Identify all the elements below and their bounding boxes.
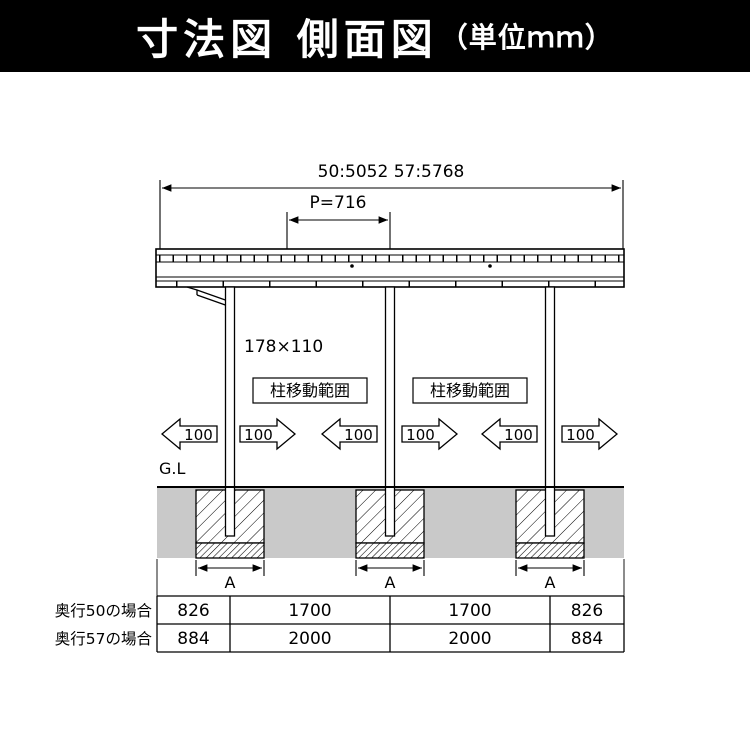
arrow-right-icon bbox=[401, 417, 459, 451]
move-arrow-value: 100 bbox=[504, 426, 533, 444]
table-cell: 884 bbox=[177, 629, 209, 649]
overall-width-dimension bbox=[159, 180, 624, 249]
table-cell: 826 bbox=[571, 601, 603, 621]
overall-width-label: 50:5052 57:5768 bbox=[318, 162, 465, 182]
post-center bbox=[384, 286, 396, 537]
table-extension-lines bbox=[156, 559, 625, 596]
footing-dim-label: A bbox=[545, 573, 556, 592]
move-arrow-value: 100 bbox=[244, 426, 273, 444]
post-right bbox=[544, 286, 556, 537]
post-move-range-box-left: 柱移動範囲 bbox=[252, 377, 368, 404]
arrow-left-icon bbox=[160, 417, 218, 451]
footing-dim-left bbox=[195, 560, 265, 576]
footing-dim-label: A bbox=[225, 573, 236, 592]
footing-dim-center bbox=[355, 560, 425, 576]
title-bar: 寸法図 側面図 （単位ｍｍ） bbox=[0, 0, 750, 72]
roof-panel bbox=[155, 248, 625, 288]
post-left bbox=[224, 286, 236, 537]
footing-dim-right bbox=[515, 560, 585, 576]
table-cell: 884 bbox=[571, 629, 603, 649]
arrow-right-icon bbox=[561, 417, 619, 451]
pitch-dimension bbox=[286, 212, 391, 249]
ground-level-label: G.L bbox=[159, 459, 185, 478]
move-arrow-value: 100 bbox=[566, 426, 595, 444]
arrow-right-icon bbox=[239, 417, 297, 451]
table-cell: 1700 bbox=[288, 601, 331, 621]
arrow-left-icon bbox=[320, 417, 378, 451]
move-arrows bbox=[160, 417, 619, 451]
move-arrow-value: 100 bbox=[184, 426, 213, 444]
move-arrow-value: 100 bbox=[406, 426, 435, 444]
table-row-label: 奥行57の場合 bbox=[55, 630, 153, 648]
arrow-left-icon bbox=[480, 417, 538, 451]
table-row-label: 奥行50の場合 bbox=[55, 602, 153, 620]
post-section-label: 178×110 bbox=[244, 337, 323, 357]
table-cell: 2000 bbox=[288, 629, 331, 649]
table-cell: 826 bbox=[177, 601, 209, 621]
table-cell: 1700 bbox=[448, 601, 491, 621]
dimension-table-grid bbox=[156, 595, 625, 653]
front-support-bracket bbox=[186, 286, 232, 308]
pitch-label: P=716 bbox=[310, 193, 367, 213]
footing-dim-label: A bbox=[385, 573, 396, 592]
roof-screw-mark bbox=[350, 264, 354, 268]
move-arrow-value: 100 bbox=[344, 426, 373, 444]
page-title: 寸法図 側面図 bbox=[136, 14, 438, 64]
post-move-range-label: 柱移動範囲 bbox=[430, 381, 510, 400]
unit-note: （単位ｍｍ） bbox=[439, 21, 614, 54]
table-cell: 2000 bbox=[448, 629, 491, 649]
post-move-range-box-right: 柱移動範囲 bbox=[412, 377, 528, 404]
roof-screw-mark bbox=[488, 264, 492, 268]
post-move-range-label: 柱移動範囲 bbox=[270, 381, 350, 400]
dimension-diagram: 50:5052 57:5768 P=716 bbox=[55, 162, 625, 653]
